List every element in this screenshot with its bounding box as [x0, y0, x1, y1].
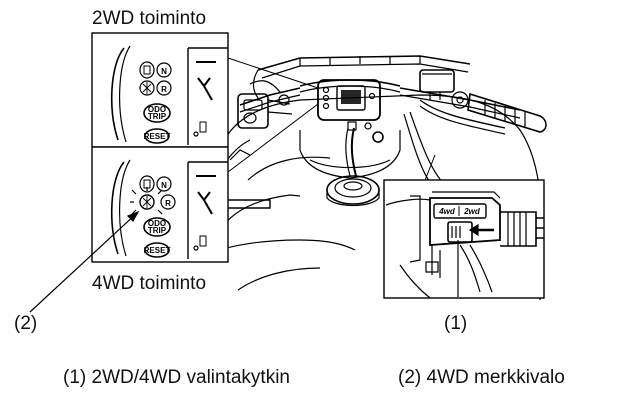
switch-label-2wd: 2wd: [463, 207, 481, 216]
handlebar: [238, 70, 546, 185]
svg-text:TRIP: TRIP: [148, 226, 167, 235]
inset-selector-switch: 4wd 2wd: [384, 180, 544, 298]
svg-text:R: R: [161, 85, 167, 94]
odo-trip-button[interactable]: ODO TRIP: [144, 104, 170, 122]
leader-line-4wd: [228, 104, 318, 172]
svg-text:R: R: [165, 199, 171, 208]
svg-text:N: N: [161, 181, 167, 190]
svg-text:RESET: RESET: [144, 246, 171, 255]
leader-line-2wd: [228, 58, 318, 88]
reset-button[interactable]: RESET: [144, 129, 171, 143]
inset-4wd-panel: N R ODO TRIP RESET: [92, 147, 228, 262]
inset-2wd-panel: N R ODO TRIP RESET: [92, 33, 228, 147]
svg-text:TRIP: TRIP: [148, 112, 167, 121]
reset-button[interactable]: RESET: [144, 243, 171, 257]
svg-text:RESET: RESET: [144, 132, 171, 141]
odo-trip-button[interactable]: ODO TRIP: [144, 218, 170, 236]
svg-text:N: N: [161, 67, 167, 76]
switch-label-4wd: 4wd: [438, 207, 456, 216]
